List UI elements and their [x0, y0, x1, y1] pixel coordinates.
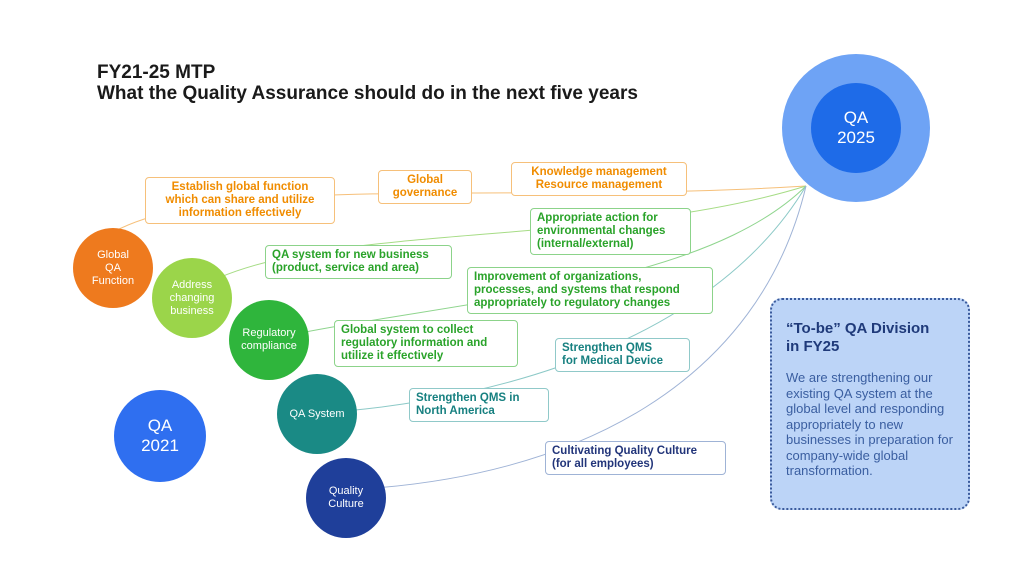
- initiative-strengthen-qms-medical: Strengthen QMS for Medical Device: [555, 338, 690, 372]
- area-qa-system: QA System: [277, 374, 357, 454]
- initiative-new-business-qa-system: QA system for new business (product, ser…: [265, 245, 452, 279]
- diagram-title-line2: What the Quality Assurance should do in …: [97, 83, 638, 104]
- initiative-organization-improvement: Improvement of organizations, processes,…: [467, 267, 713, 314]
- area-regulatory-compliance: Regulatory compliance: [229, 300, 309, 380]
- diagram-title-line1: FY21-25 MTP: [97, 62, 216, 83]
- qa-2021-circle: QA 2021: [114, 390, 206, 482]
- area-global-qa-function: Global QA Function: [73, 228, 153, 308]
- initiative-knowledge-resource-management: Knowledge management Resource management: [511, 162, 687, 196]
- to-be-title: “To-be” QA Division in FY25: [786, 320, 930, 355]
- to-be-qa-division-box: “To-be” QA Division in FY25 We are stren…: [770, 298, 970, 510]
- qa-2025-circle: QA 2025: [811, 83, 901, 173]
- area-address-changing-business: Address changing business: [152, 258, 232, 338]
- area-quality-culture: Quality Culture: [306, 458, 386, 538]
- initiative-strengthen-qms-north-america: Strengthen QMS in North America: [409, 388, 549, 422]
- initiative-global-governance: Global governance: [378, 170, 472, 204]
- initiative-establish-global-function: Establish global function which can shar…: [145, 177, 335, 224]
- initiative-global-regulatory-system: Global system to collect regulatory info…: [334, 320, 518, 367]
- initiative-cultivating-quality-culture: Cultivating Quality Culture (for all emp…: [545, 441, 726, 475]
- initiative-environmental-changes: Appropriate action for environmental cha…: [530, 208, 691, 255]
- curve-business: [191, 185, 807, 293]
- to-be-description: We are strengthening our existing QA sys…: [786, 370, 953, 478]
- curve-culture: [341, 185, 807, 491]
